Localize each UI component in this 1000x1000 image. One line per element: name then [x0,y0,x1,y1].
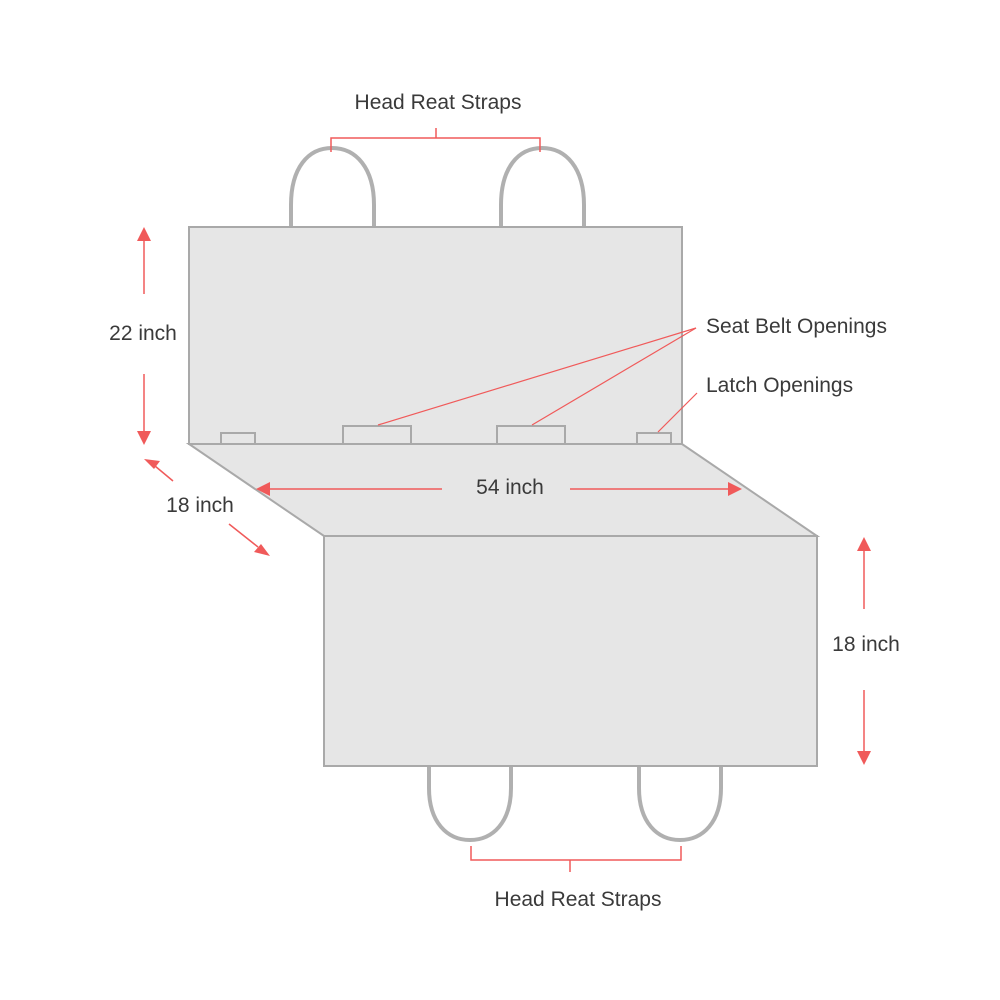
seat-depth-label: 18 inch [166,494,234,517]
back-height-arrow-down [137,431,151,445]
latch-leader [657,392,698,433]
flap-height-arrow-up [857,537,871,551]
bottom-straps-bracket [470,846,682,872]
latch-openings-label: Latch Openings [706,374,853,397]
flap-height-arrow-down [857,751,871,765]
front-flap-panel [323,535,818,767]
bottom-strap-left [427,766,513,843]
width-label: 54 inch [476,476,544,499]
bottom-strap-right [637,766,723,843]
back-height-label: 22 inch [109,322,177,345]
width-arrow-left [256,482,270,496]
back-panel [188,226,683,445]
seat-belt-opening-right [496,425,566,445]
seat-depth-arrow-lower [254,544,270,556]
width-arrow-right [728,482,742,496]
seat-belt-leader-right [531,327,697,426]
back-height-arrow-up [137,227,151,241]
bottom-straps-label: Head Reat Straps [495,888,662,911]
top-straps-label: Head Reat Straps [355,91,522,114]
seat-depth-arrow-upper [144,459,160,469]
top-strap-right [499,145,586,227]
seat-depth-dim-lower [228,523,259,548]
top-strap-left [289,145,376,227]
seat-belt-opening-left [342,425,412,445]
latch-opening-right [636,432,672,445]
flap-height-label: 18 inch [832,633,900,656]
seat-belt-openings-label: Seat Belt Openings [706,315,887,338]
latch-opening-left [220,432,256,445]
seat-depth-dim-upper [154,465,174,482]
top-straps-bracket [330,128,541,152]
seat-belt-leader-left [377,327,697,426]
